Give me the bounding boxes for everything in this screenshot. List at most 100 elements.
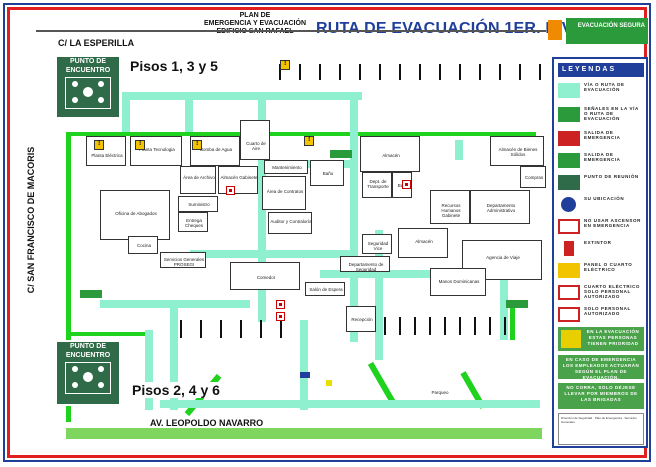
location-marker-icon xyxy=(326,380,332,386)
extinguisher-icon xyxy=(564,241,574,256)
room-comedor: Comedor xyxy=(230,262,300,290)
room-auditor-contraloria: Auditor y Contraloría xyxy=(268,212,312,234)
route-corridor-right xyxy=(350,92,358,342)
room-bano: Baño xyxy=(310,160,344,186)
legend-item: EXTINTOR xyxy=(558,239,644,259)
warning-sign-icon xyxy=(280,60,290,70)
plan-title: PLAN DE EMERGENCIA Y EVACUACIÓN EDIFICIO… xyxy=(200,12,310,36)
main-route-lower xyxy=(66,332,146,336)
room-almacen: Almacén xyxy=(360,136,420,172)
no-elevator-icon xyxy=(558,219,580,234)
route-corridor xyxy=(500,280,508,340)
electrical-panel-icon xyxy=(135,140,145,150)
legend-title: LEYENDAS xyxy=(558,63,644,77)
parking-bottom-left xyxy=(176,318,286,340)
extinguisher-icon xyxy=(276,300,285,309)
legend-panel: LEYENDAS VÍA O RUTA DE EVACUACIÓN SEÑALE… xyxy=(552,57,648,448)
extinguisher-icon xyxy=(276,312,285,321)
extinguisher-icon xyxy=(226,186,235,195)
electrical-panel-icon xyxy=(94,140,104,150)
electrical-panel-icon xyxy=(558,263,580,278)
emergency-exit-sign xyxy=(330,150,352,158)
route-corridor xyxy=(190,250,355,258)
green-strip xyxy=(66,428,542,439)
route-title: RUTA DE EVACUACIÓN 1ER. NIVEL xyxy=(316,20,594,37)
room-recepcion: Recepción xyxy=(346,306,376,332)
room-cocina: Cocina xyxy=(128,236,158,254)
parking-bottom xyxy=(380,315,540,337)
room-almacen-gabinete: Almacén Gabinete xyxy=(218,166,258,194)
route-sign-icon xyxy=(558,107,580,122)
room-cuarto-aire: Cuarto de Aire xyxy=(240,120,270,160)
priority-people-icon xyxy=(561,330,581,348)
priority-note: EN LA EVACUACIÓN ESTAS PERSONAS TIENEN P… xyxy=(558,327,644,351)
route-corridor-top xyxy=(122,92,362,100)
people-gathering-icon xyxy=(65,77,111,109)
street-left-label: C/ SAN FRANCISCO DE MACORIS xyxy=(26,146,36,294)
route-corridor xyxy=(185,92,193,132)
info-block: Dirección de Seguridad · Plan de Emergen… xyxy=(558,413,644,445)
legend-item: NO USAR ASCENSOR EN EMERGENCIA xyxy=(558,217,644,237)
room-almacen-2: Almacén xyxy=(398,228,448,258)
route-corridor xyxy=(375,230,383,360)
meeting-point-2: PUNTO DE ENCUENTRO xyxy=(55,340,121,406)
route-corridor xyxy=(300,320,308,410)
legend-item: SALIDA DE EMERGENCIA xyxy=(558,151,644,171)
electrical-panel-icon xyxy=(304,136,314,146)
legend-item: SALIDA DE EMERGENCIA xyxy=(558,129,644,149)
authorized-only-icon xyxy=(558,307,580,322)
meeting-point-label: PUNTO DE xyxy=(69,58,107,65)
people-gathering-icon xyxy=(65,362,111,394)
room-area-archivo: Área de Archivo xyxy=(180,166,216,194)
room-compras: Compras xyxy=(520,166,546,188)
route-corridor xyxy=(455,140,463,160)
floors-label-1: Pisos 1, 3 y 5 xyxy=(126,58,222,74)
exit-sign-red-icon xyxy=(558,131,580,146)
route-corridor-bottom xyxy=(160,400,540,408)
emergency-exit-sign xyxy=(506,300,528,308)
running-person-icon xyxy=(548,20,562,40)
parking-top xyxy=(270,64,550,82)
room-mantenimiento: Mantenimiento xyxy=(264,160,308,174)
street-bottom-label: AV. LEOPOLDO NAVARRO xyxy=(150,418,264,428)
restricted-electrical-icon xyxy=(558,285,580,300)
location-icon xyxy=(561,197,576,212)
room-manos-dominicanas: Manos Dominicanas xyxy=(430,268,486,296)
parking-label: Parqueo xyxy=(431,390,449,395)
meeting-point-label: ENCUENTRO xyxy=(65,352,111,359)
route-corridor xyxy=(122,92,130,132)
room-dept-administrativo: Departamento Administrativo xyxy=(470,190,530,224)
no-run-note: NO CORRA, SOLO DÉJESE LLEVAR POR MIEMBRO… xyxy=(558,383,644,409)
route-corridor xyxy=(320,270,520,278)
room-area-contratos: Área de Contratos xyxy=(262,176,306,210)
street-top-label: C/ LA ESPERILLA xyxy=(58,38,135,48)
electrical-panel-icon xyxy=(192,140,202,150)
main-route-left xyxy=(66,132,71,422)
room-oficina-abogados: Oficina de Abogados xyxy=(100,190,170,240)
room-servicios-generales: Servicios Generales PROSEGI xyxy=(160,252,206,268)
room-almacen-bienes: Almacén de Bienes Sólidos xyxy=(490,136,544,166)
emergency-exit-sign xyxy=(80,290,102,298)
room-planta-tecnologia: Planta Tecnologia xyxy=(130,136,182,166)
you-are-here-icon xyxy=(300,372,310,378)
evacuation-sign: EVACUACIÓN SEGURA xyxy=(566,18,648,44)
meeting-point-icon xyxy=(558,175,580,190)
floors-label-2: Pisos 2, 4 y 6 xyxy=(128,382,224,398)
meeting-point-1: PUNTO DE ENCUENTRO xyxy=(55,55,121,119)
building-outline-top xyxy=(36,30,546,32)
room-suministro: Suministro xyxy=(178,196,218,212)
legend-item: SOLO PERSONAL AUTORIZADO xyxy=(558,305,644,325)
room-dept-seguridad: Departamento de Seguridad xyxy=(340,256,390,272)
room-dept-transporte: Dept. de Transporte xyxy=(362,172,392,198)
emergency-note: EN CASO DE EMERGENCIA LOS EMPLEADOS ACTU… xyxy=(558,355,644,380)
route-corridor xyxy=(170,300,178,410)
plan-title-line-2: EMERGENCIA Y EVACUACIÓN xyxy=(203,20,307,27)
main-route-top xyxy=(66,132,536,136)
room-recursos-humanos: Recursos Humanos Gabinete xyxy=(430,190,470,224)
meeting-point-label: ENCUENTRO xyxy=(65,67,111,74)
extinguisher-icon xyxy=(402,180,411,189)
legend-item: PUNTO DE REUNIÓN xyxy=(558,173,644,193)
outer-frame xyxy=(3,3,651,462)
legend-item: SU UBICACIÓN xyxy=(558,195,644,215)
room-entrega-cheques: Entrega Cheques xyxy=(178,212,208,232)
